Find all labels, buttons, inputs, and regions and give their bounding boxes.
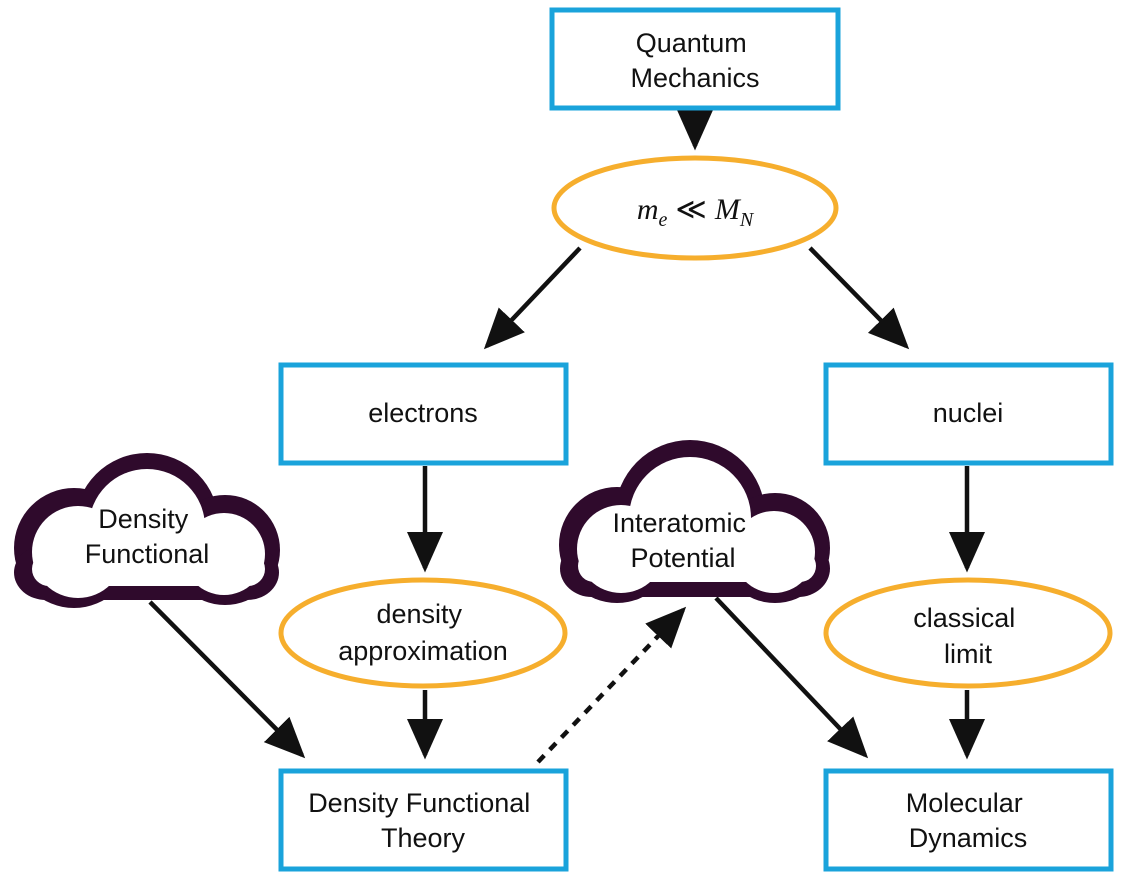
node-label-line: Theory <box>381 823 466 853</box>
node-density-functional-theory: Density Functional Theory <box>278 768 569 872</box>
nuclear-mass-symbol: M <box>714 193 742 226</box>
node-mass-ratio: me ≪MN <box>551 155 839 261</box>
node-label: Molecular Dynamics <box>906 788 1031 853</box>
node-label-line: classical <box>913 603 1015 633</box>
node-label-line: Quantum <box>636 28 747 58</box>
node-box <box>278 768 569 872</box>
edge-interatomic-potential-to-md <box>714 596 869 759</box>
node-ellipse <box>823 577 1113 689</box>
node-label-line: density <box>376 599 462 629</box>
node-ellipse <box>278 577 568 689</box>
node-label-line: electrons <box>368 398 478 428</box>
node-label-line: nuclei <box>933 398 1004 428</box>
node-label: Quantum Mechanics <box>630 28 759 93</box>
node-ellipse <box>551 155 839 261</box>
node-density-approximation: density approximation <box>278 577 568 689</box>
node-label-line: Molecular <box>906 788 1023 818</box>
node-label: electrons <box>368 398 478 428</box>
node-box <box>278 362 569 466</box>
electron-mass-symbol: m <box>637 193 659 226</box>
node-label-line: limit <box>944 639 992 669</box>
node-label: Interatomic Potential <box>612 508 753 573</box>
node-label-line: Dynamics <box>909 823 1028 853</box>
node-label-line: Density <box>98 504 189 534</box>
node-electrons: electrons <box>278 362 569 466</box>
node-classical-limit: classical limit <box>823 577 1113 689</box>
edge-density-functional-to-dft <box>148 600 306 759</box>
cloud-interatomic-potential: Interatomic Potential <box>559 440 830 603</box>
node-label: Density Functional <box>85 504 210 569</box>
much-less-than-symbol: ≪ <box>675 193 706 226</box>
node-label-line: Mechanics <box>630 63 759 93</box>
nucleus-subscript: N <box>739 209 755 231</box>
node-label-line: Potential <box>630 543 735 573</box>
node-box <box>549 7 841 111</box>
node-label: classical limit <box>913 603 1023 669</box>
node-label: density approximation <box>338 599 508 666</box>
edge-mass-ratio-to-nuclei <box>808 246 910 350</box>
electron-subscript: e <box>659 209 668 231</box>
mass-ratio-formula: me ≪MN <box>637 193 755 231</box>
node-box <box>823 362 1114 466</box>
edge-mass-ratio-to-electrons <box>483 246 582 350</box>
node-label-line: Interatomic <box>612 508 746 538</box>
edge-dft-to-interatomic-potential <box>536 606 687 764</box>
node-label: Density Functional Theory <box>308 788 538 853</box>
node-label-line: approximation <box>338 636 508 666</box>
node-quantum-mechanics: Quantum Mechanics <box>549 7 841 111</box>
node-label: nuclei <box>933 398 1004 428</box>
cloud-density-functional: Density Functional <box>14 453 280 608</box>
node-label-line: Functional <box>85 539 210 569</box>
node-label-line: Density Functional <box>308 788 530 818</box>
node-molecular-dynamics: Molecular Dynamics <box>823 768 1114 872</box>
edges <box>148 110 985 764</box>
node-nuclei: nuclei <box>823 362 1114 466</box>
node-box <box>823 768 1114 872</box>
